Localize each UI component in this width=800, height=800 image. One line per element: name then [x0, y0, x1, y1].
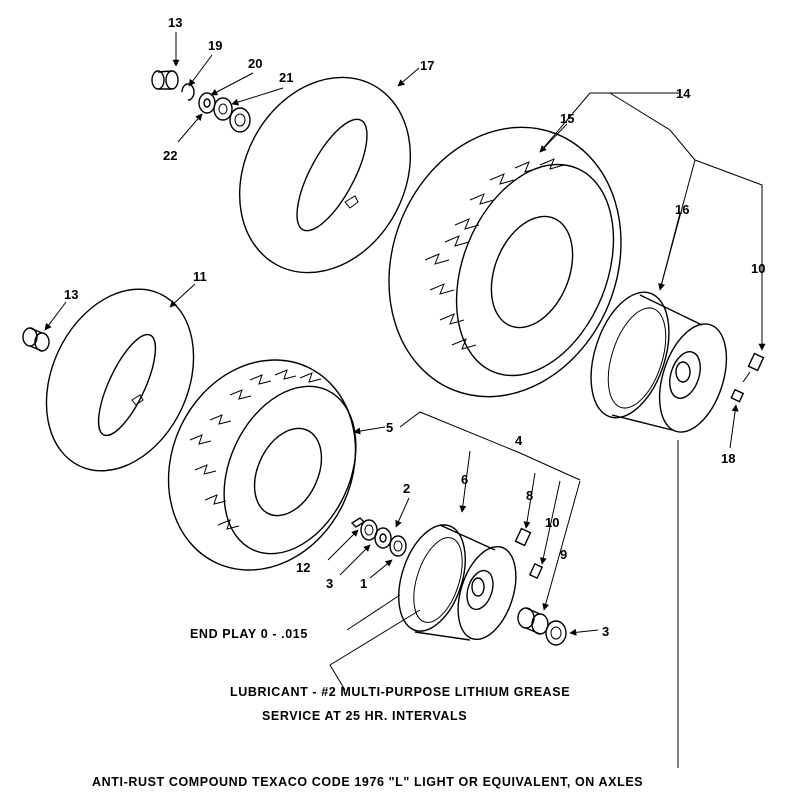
upper-bearing-parts	[151, 70, 251, 133]
inner-tube-lower	[45, 288, 195, 472]
wheel-rim-lower	[398, 524, 517, 641]
label-1: 1	[360, 576, 367, 591]
lower-bearing-parts	[350, 517, 407, 557]
inner-tube-upper	[238, 76, 412, 274]
label-22: 22	[163, 148, 177, 163]
label-3-right: 3	[602, 624, 609, 639]
lower-bushing-13	[22, 327, 50, 352]
label-10-upper: 10	[751, 261, 765, 276]
label-4: 4	[515, 433, 523, 448]
label-20: 20	[248, 56, 262, 71]
note-end-play: END PLAY 0 - .015	[190, 627, 308, 641]
lower-right-parts	[514, 527, 567, 646]
label-13-lower: 13	[64, 287, 78, 302]
label-16: 16	[675, 202, 689, 217]
note-service: SERVICE AT 25 HR. INTERVALS	[262, 709, 467, 723]
wheel-rim-upper	[590, 291, 728, 433]
label-9: 9	[560, 547, 567, 562]
part-number-labels: 13 19 20 21 22 17 15 14 16 10 18 13 11 5…	[64, 15, 765, 639]
label-6: 6	[461, 472, 468, 487]
label-2: 2	[403, 481, 410, 496]
label-12: 12	[296, 560, 310, 575]
label-3-left: 3	[326, 576, 333, 591]
notes: END PLAY 0 - .015 LUBRICANT - #2 MULTI-P…	[92, 627, 643, 789]
label-11: 11	[193, 269, 207, 284]
label-8: 8	[526, 488, 533, 503]
tire-upper	[388, 126, 622, 398]
tire-lower	[167, 359, 357, 571]
label-14: 14	[676, 86, 691, 101]
upper-small-parts	[730, 352, 765, 403]
label-10-lower: 10	[545, 515, 559, 530]
label-5: 5	[386, 420, 393, 435]
label-19: 19	[208, 38, 222, 53]
label-15: 15	[560, 111, 574, 126]
label-21: 21	[279, 70, 293, 85]
label-18: 18	[721, 451, 735, 466]
label-17: 17	[420, 58, 434, 73]
leader-lines	[44, 32, 766, 768]
note-lubricant: LUBRICANT - #2 MULTI-PURPOSE LITHIUM GRE…	[230, 685, 570, 699]
note-anti-rust: ANTI-RUST COMPOUND TEXACO CODE 1976 "L" …	[92, 775, 643, 789]
label-13-upper: 13	[168, 15, 182, 30]
